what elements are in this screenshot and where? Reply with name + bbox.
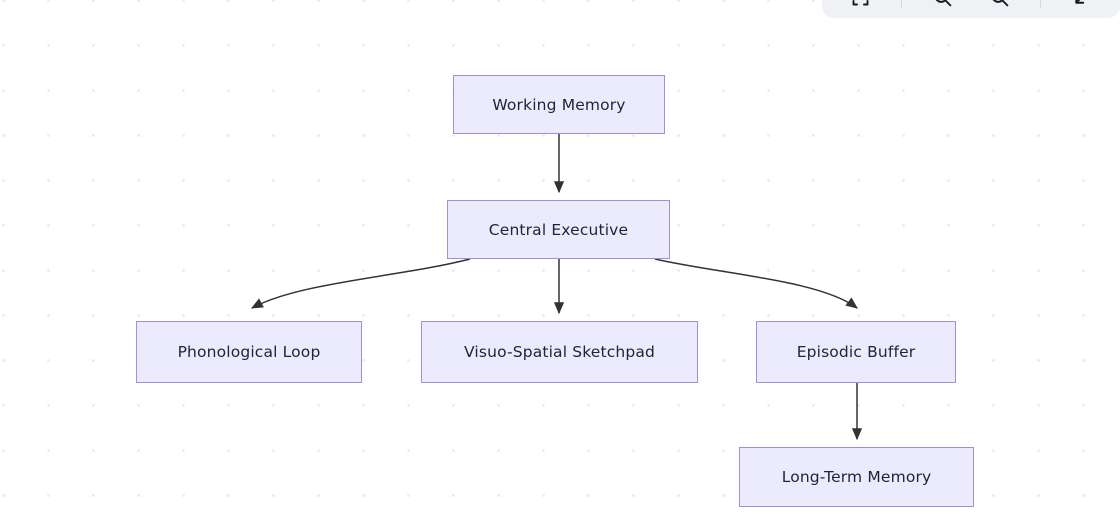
toolbar-divider-2 bbox=[1039, 0, 1041, 8]
node-label: Visuo-Spatial Sketchpad bbox=[464, 343, 655, 361]
fullscreen-icon[interactable] bbox=[844, 0, 878, 14]
node-label: Episodic Buffer bbox=[796, 343, 916, 361]
node-phonological-loop[interactable]: Phonological Loop bbox=[136, 321, 362, 383]
node-long-term-memory[interactable]: Long-Term Memory bbox=[739, 447, 974, 507]
toolbar-divider-1 bbox=[900, 0, 902, 8]
node-episodic-buffer[interactable]: Episodic Buffer bbox=[756, 321, 956, 383]
fit-view-icon[interactable] bbox=[1064, 0, 1098, 14]
zoom-out-icon[interactable] bbox=[983, 0, 1017, 14]
node-visuo-spatial-sketchpad[interactable]: Visuo-Spatial Sketchpad bbox=[421, 321, 698, 383]
zoom-in-icon[interactable] bbox=[925, 0, 959, 14]
node-working-memory[interactable]: Working Memory bbox=[453, 75, 665, 134]
edge-central-executive-to-episodic-buffer bbox=[654, 258, 858, 309]
node-label: Long-Term Memory bbox=[781, 468, 932, 486]
canvas-toolbar[interactable] bbox=[822, 0, 1120, 18]
edge-central-executive-to-phonological-loop bbox=[250, 258, 471, 309]
node-label: Central Executive bbox=[488, 220, 629, 239]
node-label: Phonological Loop bbox=[177, 343, 321, 361]
node-label: Working Memory bbox=[492, 95, 626, 114]
node-central-executive[interactable]: Central Executive bbox=[447, 200, 670, 259]
